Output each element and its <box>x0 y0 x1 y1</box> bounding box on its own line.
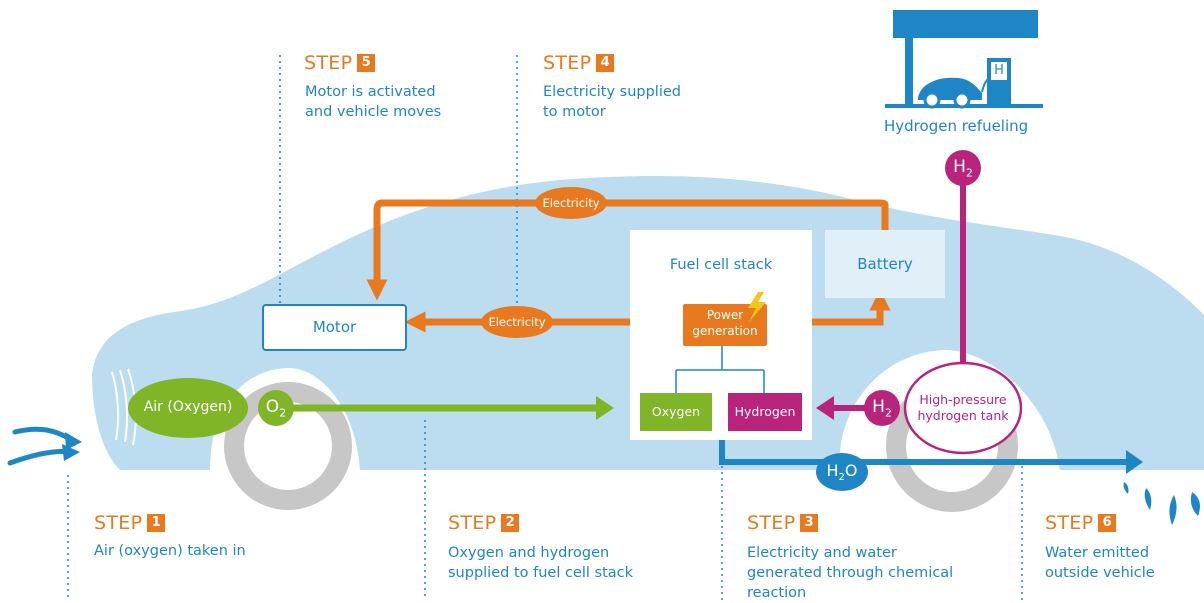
tank-label-line: hydrogen tank <box>917 408 1009 423</box>
water-drops-icon <box>1123 482 1200 525</box>
tank-label: High-pressure hydrogen tank <box>905 392 1021 424</box>
step-leader-lines <box>67 55 1023 600</box>
tank-hydrogen-arrowhead <box>816 396 834 420</box>
pump-letter: H <box>994 63 1004 78</box>
electricity-pill-mid <box>481 306 553 338</box>
step-4-number: 4 <box>596 54 615 72</box>
air-oxygen-label: Air (Oxygen) <box>143 399 233 415</box>
motor-box <box>262 304 407 351</box>
step-5-number: 5 <box>357 54 376 72</box>
h2o-tail: O <box>844 461 858 480</box>
h2-tank-sub: 2 <box>884 406 892 420</box>
step-6-number: 6 <box>1098 514 1117 532</box>
motor-label: Motor <box>312 318 357 336</box>
electricity-label-top: Electricity <box>542 196 600 210</box>
battery-box <box>825 230 945 298</box>
step-6-line: Water emitted <box>1045 545 1150 561</box>
tank-label-line: High-pressure <box>919 392 1007 407</box>
step-5-description: Motor is activated and vehicle moves <box>305 82 441 122</box>
h2-station-label: H2 <box>945 157 981 179</box>
water-flow-arrow <box>719 440 1130 465</box>
h2o-base: H <box>826 461 839 480</box>
h2-station-base: H <box>953 157 966 177</box>
step-5-word: STEP <box>304 52 353 74</box>
step-5-line: Motor is activated <box>305 84 436 100</box>
step-4-line: to motor <box>543 104 606 120</box>
o2-sub: 2 <box>279 406 287 420</box>
fuel-cell-stack-label: Fuel cell stack <box>669 257 773 273</box>
step-6-word: STEP <box>1045 512 1094 534</box>
h2o-badge <box>816 453 868 491</box>
h2-tank-base: H <box>872 397 885 417</box>
step-4-heading: STEP 4 <box>543 52 615 74</box>
power-generation-line: generation <box>692 324 758 338</box>
step-2-line: supplied to fuel cell stack <box>448 565 634 581</box>
power-generation-box <box>683 304 767 346</box>
o2-label: O2 <box>258 397 294 419</box>
step-3-number: 3 <box>800 514 819 532</box>
air-intake-swoosh <box>7 426 82 466</box>
step-6-description: Water emitted outside vehicle <box>1045 543 1155 583</box>
h2o-label: H2O <box>816 461 868 483</box>
step-6-line: outside vehicle <box>1045 565 1155 581</box>
step-4-description: Electricity supplied to motor <box>543 82 681 122</box>
o2-badge <box>258 390 294 426</box>
step-2-heading: STEP 2 <box>448 512 520 534</box>
oxygen-box <box>640 393 712 431</box>
h2-tank-label: H2 <box>864 397 900 419</box>
water-flow-arrowhead <box>1126 450 1143 474</box>
step-3-word: STEP <box>747 512 796 534</box>
step-5-line: and vehicle moves <box>305 104 442 120</box>
step-1-word: STEP <box>94 512 143 534</box>
hydrogen-box <box>728 393 802 431</box>
air-oxygen-oval <box>128 378 248 438</box>
step-4-line: Electricity supplied <box>543 84 681 100</box>
h2-station-sub: 2 <box>965 166 973 180</box>
h2-station-badge <box>945 150 981 186</box>
hydrogen-label: Hydrogen <box>734 404 796 419</box>
front-wheel <box>224 382 352 510</box>
hydrogen-tank <box>903 361 1023 455</box>
step-6-heading: STEP 6 <box>1045 512 1117 534</box>
power-generation-label: Power generation <box>683 307 767 339</box>
step-2-line: Oxygen and hydrogen <box>448 545 610 561</box>
step-2-number: 2 <box>501 514 520 532</box>
power-generation-line: Power <box>706 308 744 322</box>
step-2-word: STEP <box>448 512 497 534</box>
step-3-line: Electricity and water <box>747 545 897 561</box>
step-3-line: reaction <box>747 585 807 601</box>
step-1-line: Air (oxygen) taken in <box>94 543 246 559</box>
step-3-heading: STEP 3 <box>747 512 819 534</box>
hydrogen-refueling-label: Hydrogen refueling <box>884 117 1029 135</box>
step-1-heading: STEP 1 <box>94 512 166 534</box>
step-3-line: generated through chemical <box>747 565 954 581</box>
refueling-station-icon <box>885 10 1043 109</box>
stack-connectors <box>675 345 765 393</box>
step-1-description: Air (oxygen) taken in <box>94 541 246 561</box>
lightning-icon <box>748 292 766 322</box>
step-5-heading: STEP 5 <box>304 52 376 74</box>
electricity-pill-top <box>535 187 607 219</box>
step-4-word: STEP <box>543 52 592 74</box>
electricity-label-mid: Electricity <box>488 315 546 329</box>
battery-label: Battery <box>857 255 913 273</box>
h2-tank-badge <box>864 390 900 426</box>
oxygen-flow-arrowhead <box>596 396 614 420</box>
h2o-sub: 2 <box>838 472 845 484</box>
o2-base: O <box>265 397 280 417</box>
oxygen-label: Oxygen <box>651 404 701 419</box>
step-2-description: Oxygen and hydrogen supplied to fuel cel… <box>448 543 633 583</box>
step-1-number: 1 <box>147 514 166 532</box>
step-3-description: Electricity and water generated through … <box>747 543 953 603</box>
